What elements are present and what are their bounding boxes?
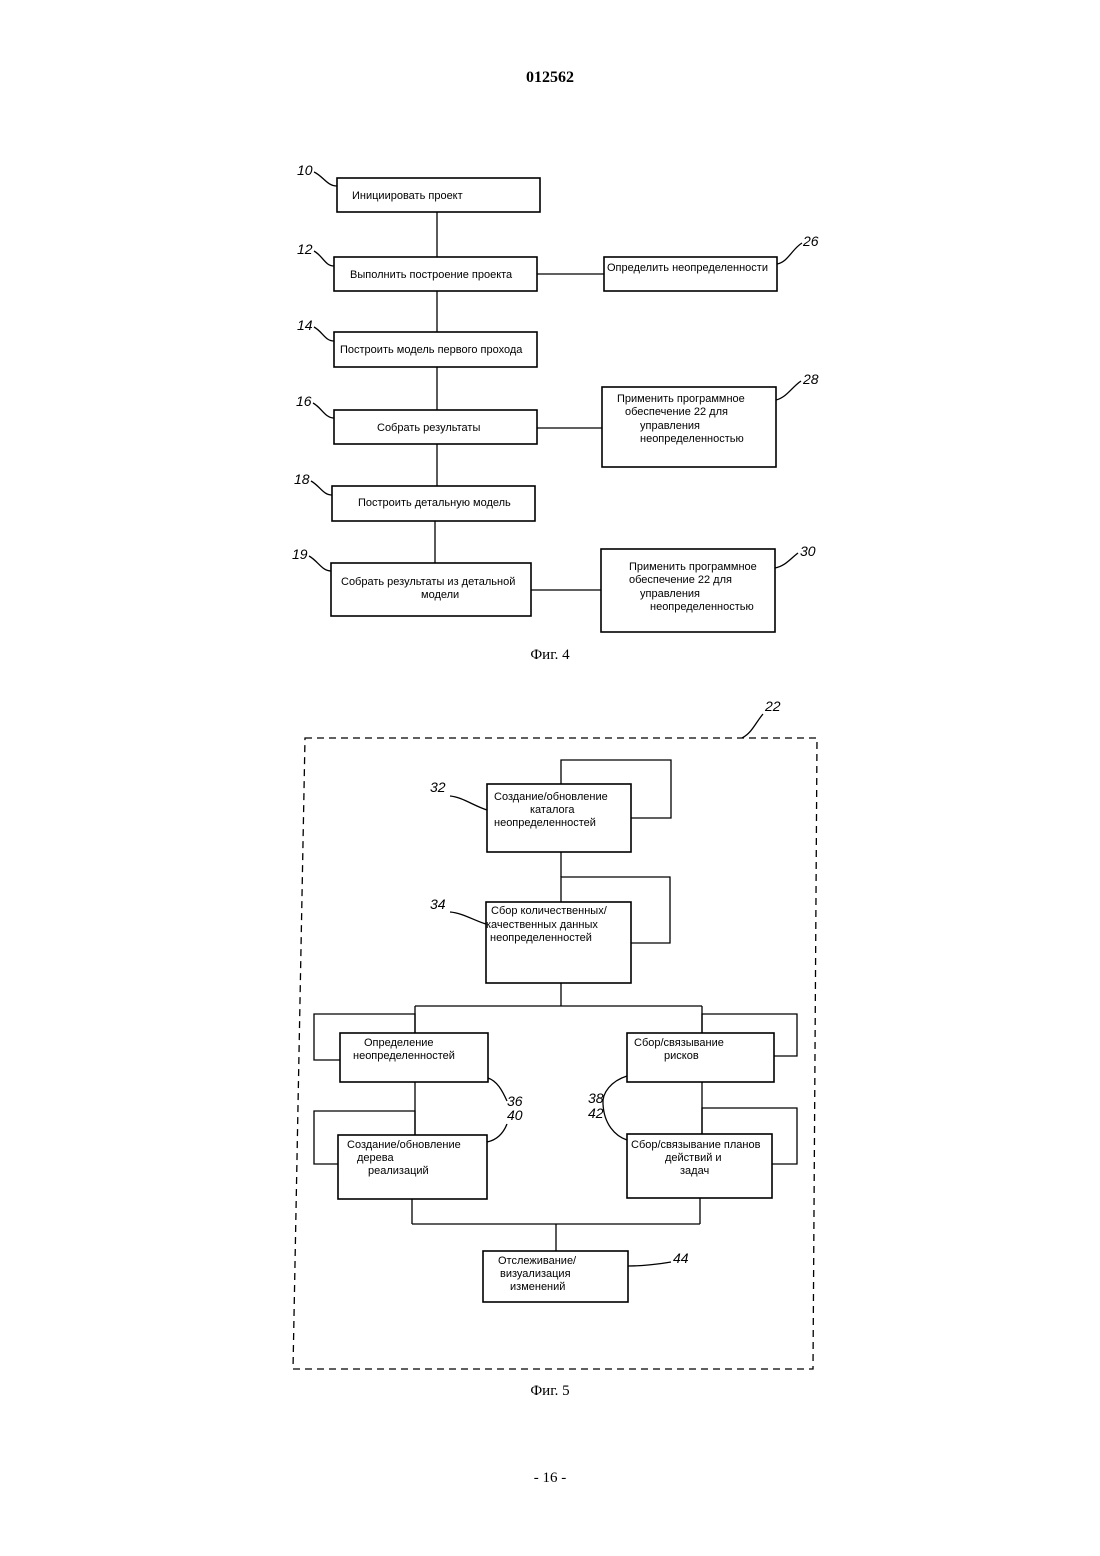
svg-text:неопределенностей: неопределенностей [494,817,596,829]
ref-12: 12 [297,241,313,257]
leader-36 [488,1078,507,1101]
svg-text:управления: управления [640,588,700,600]
svg-text:Определение: Определение [364,1037,434,1049]
page-number: - 16 - [534,1470,567,1486]
svg-text:Выполнить построение проекта: Выполнить построение проекта [350,269,513,281]
svg-text:неопределенностью: неопределенностью [650,601,754,613]
step-box-19: Собрать результаты из детальной модели [331,563,531,616]
step-box-18: Построить детальную модель [332,486,535,521]
svg-text:Собрать результаты: Собрать результаты [377,422,480,434]
step-box-10: Инициировать проект [337,178,540,212]
leader-38-42 [603,1076,627,1140]
ref-10: 10 [297,162,313,178]
ref-42: 42 [588,1105,604,1121]
svg-text:дерева: дерева [357,1152,394,1164]
svg-text:Построить детальную модель: Построить детальную модель [358,497,511,509]
document-number: 012562 [526,69,574,86]
svg-text:Инициировать проект: Инициировать проект [352,190,463,202]
svg-text:задач: задач [680,1165,709,1177]
ref-28: 28 [802,371,819,387]
svg-text:Собрать результаты из детально: Собрать результаты из детальной [341,576,515,588]
ref-30: 30 [800,543,816,559]
leader-28 [776,381,801,400]
side-box-28: Применить программное обеспечение 22 для… [602,387,776,467]
svg-text:обеспечение 22 для: обеспечение 22 для [629,574,732,586]
figure-5-diagram: 22 Создание/обновление каталога неопреде… [293,698,817,1399]
step-box-14: Построить модель первого прохода [334,332,537,367]
leader-34 [450,912,486,924]
box-34: Сбор количественных/ качественных данных… [486,902,631,983]
leader-22 [742,714,763,738]
step-box-16: Собрать результаты [334,410,537,444]
svg-text:неопределенностей: неопределенностей [490,932,592,944]
svg-text:Отслеживание/: Отслеживание/ [498,1255,577,1267]
svg-text:Сбор/связывание планов: Сбор/связывание планов [631,1139,761,1151]
figure-4-caption: Фиг. 4 [530,647,570,663]
svg-text:Применить программное: Применить программное [629,561,757,573]
figure-4-flowchart: Инициировать проект Выполнить построение… [292,162,819,663]
ref-26: 26 [802,233,819,249]
ref-19: 19 [292,546,308,562]
svg-text:Определить неопределенности: Определить неопределенности [607,262,768,274]
svg-text:неопределенностей: неопределенностей [353,1050,455,1062]
ref-38: 38 [588,1090,604,1106]
svg-text:неопределенностью: неопределенностью [640,433,744,445]
ref-40: 40 [507,1107,523,1123]
leader-44 [628,1262,671,1266]
ref-14: 14 [297,317,313,333]
leader-14 [314,327,334,341]
leader-12 [314,251,334,266]
side-box-26: Определить неопределенности [604,257,777,291]
box-36: Определение неопределенностей [340,1033,488,1082]
svg-text:обеспечение 22 для: обеспечение 22 для [625,406,728,418]
box-38: Сбор/связывание рисков [627,1033,774,1082]
svg-text:изменений: изменений [510,1281,565,1293]
ref-44: 44 [673,1250,689,1266]
svg-text:Сбор количественных/: Сбор количественных/ [491,905,608,917]
svg-text:визуализация: визуализация [500,1268,571,1280]
box-42: Сбор/связывание планов действий и задач [627,1134,772,1198]
svg-text:управления: управления [640,420,700,432]
ref-34: 34 [430,896,446,912]
side-box-30: Применить программное обеспечение 22 для… [601,549,775,632]
svg-text:рисков: рисков [664,1050,699,1062]
svg-text:каталога: каталога [530,804,575,816]
svg-text:модели: модели [421,589,459,601]
svg-text:Создание/обновление: Создание/обновление [494,791,608,803]
svg-text:качественных данных: качественных данных [486,919,598,931]
svg-text:реализаций: реализаций [368,1165,429,1177]
ref-16: 16 [296,393,312,409]
figure-5-caption: Фиг. 5 [530,1383,569,1399]
leader-16 [313,403,334,418]
leader-32 [450,796,487,810]
svg-text:Построить модель первого прохо: Построить модель первого прохода [340,344,523,356]
leader-26 [777,243,802,264]
box-44: Отслеживание/ визуализация изменений [483,1251,628,1302]
svg-text:Применить программное: Применить программное [617,393,745,405]
leader-10 [314,172,337,186]
svg-text:действий и: действий и [665,1152,722,1164]
ref-32: 32 [430,779,446,795]
leader-30 [775,553,798,568]
leader-19 [309,556,331,571]
ref-22: 22 [764,698,781,714]
svg-text:Сбор/связывание: Сбор/связывание [634,1037,724,1049]
box-40: Создание/обновление дерева реализаций [338,1135,487,1199]
ref-18: 18 [294,471,310,487]
step-box-12: Выполнить построение проекта [334,257,537,291]
leader-40 [487,1124,507,1142]
svg-text:Создание/обновление: Создание/обновление [347,1139,461,1151]
leader-18 [311,481,332,495]
box-32: Создание/обновление каталога неопределен… [487,784,631,852]
